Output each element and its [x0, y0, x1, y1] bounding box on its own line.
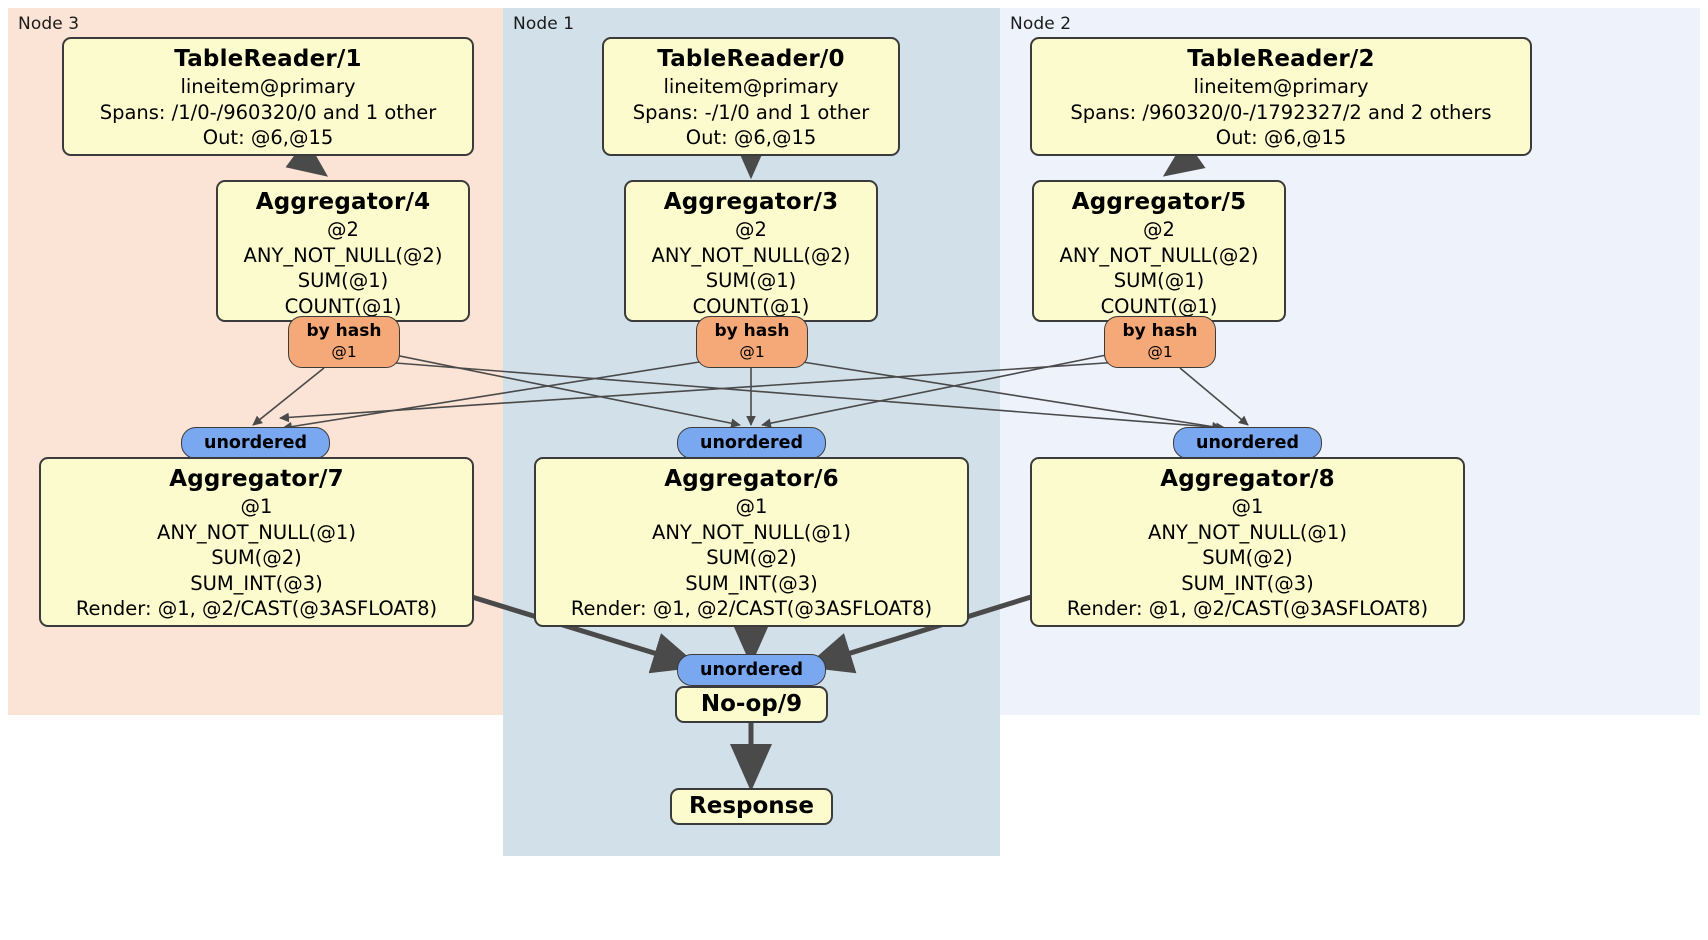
router-by-hash-mid[interactable]: by hash @1 [696, 316, 808, 368]
processor-line: ANY_NOT_NULL(@1) [157, 520, 356, 544]
synchronizer-unordered-left[interactable]: unordered [181, 427, 330, 459]
processor-title: TableReader/0 [657, 46, 845, 72]
synchronizer-label: unordered [700, 660, 803, 680]
processor-tablereader-1[interactable]: TableReader/1 lineitem@primary Spans: /1… [62, 37, 474, 156]
processor-line: ANY_NOT_NULL(@2) [651, 243, 851, 267]
processor-title: Response [689, 793, 814, 819]
processor-line: Out: @6,@15 [1215, 126, 1347, 149]
processor-title: Aggregator/3 [663, 189, 839, 215]
processor-response[interactable]: Response [670, 788, 833, 825]
processor-title: TableReader/1 [174, 46, 362, 72]
processor-line: SUM_INT(@3) [1181, 571, 1314, 595]
synchronizer-label: unordered [204, 433, 307, 453]
processor-title: Aggregator/4 [255, 189, 431, 215]
synchronizer-label: unordered [700, 433, 803, 453]
processor-tablereader-0[interactable]: TableReader/0 lineitem@primary Spans: -/… [602, 37, 900, 156]
processor-aggregator-7[interactable]: Aggregator/7 @1 ANY_NOT_NULL(@1) SUM(@2)… [39, 457, 474, 627]
processor-line: Out: @6,@15 [202, 126, 334, 149]
processor-line: @1 [735, 495, 768, 518]
processor-line: Render: @1, @2/CAST(@3ASFLOAT8) [1066, 597, 1429, 620]
processor-aggregator-5[interactable]: Aggregator/5 @2 ANY_NOT_NULL(@2) SUM(@1)… [1032, 180, 1286, 322]
processor-line: COUNT(@1) [284, 294, 402, 318]
processor-aggregator-3[interactable]: Aggregator/3 @2 ANY_NOT_NULL(@2) SUM(@1)… [624, 180, 878, 322]
processor-line: lineitem@primary [180, 75, 356, 98]
processor-title: TableReader/2 [1187, 46, 1375, 72]
processor-line: lineitem@primary [663, 75, 839, 98]
processor-line: SUM(@1) [297, 269, 389, 292]
node-panel-label: Node 3 [18, 14, 80, 34]
processor-title: Aggregator/6 [664, 466, 839, 492]
processor-line: ANY_NOT_NULL(@2) [1059, 243, 1259, 267]
processor-line: @2 [735, 218, 767, 241]
synchronizer-unordered-right[interactable]: unordered [1173, 427, 1322, 459]
processor-line: SUM_INT(@3) [190, 571, 323, 595]
processor-line: COUNT(@1) [692, 294, 810, 318]
processor-tablereader-2[interactable]: TableReader/2 lineitem@primary Spans: /9… [1030, 37, 1532, 156]
processor-line: SUM(@2) [211, 546, 302, 569]
processor-line: Render: @1, @2/CAST(@3ASFLOAT8) [75, 597, 438, 620]
synchronizer-unordered-final[interactable]: unordered [677, 654, 826, 686]
processor-title: Aggregator/5 [1071, 189, 1247, 215]
router-by-hash-right[interactable]: by hash @1 [1104, 316, 1216, 368]
processor-line: Spans: -/1/0 and 1 other [632, 100, 870, 124]
processor-line: SUM(@2) [706, 546, 797, 569]
processor-line: @1 [1231, 495, 1264, 518]
processor-noop-9[interactable]: No-op/9 [675, 686, 828, 723]
router-label: by hash [306, 321, 382, 341]
processor-line: Spans: /1/0-/960320/0 and 1 other [99, 100, 437, 124]
processor-line: Out: @6,@15 [685, 126, 817, 149]
processor-line: lineitem@primary [1193, 75, 1369, 98]
node-panel-label: Node 1 [513, 14, 575, 34]
node-panel-label: Node 2 [1010, 14, 1072, 34]
router-label: by hash [714, 321, 790, 341]
router-label: by hash [1122, 321, 1198, 341]
processor-line: SUM(@1) [705, 269, 797, 292]
processor-line: @2 [1143, 218, 1175, 241]
processor-line: @1 [240, 495, 273, 518]
processor-line: SUM(@1) [1113, 269, 1205, 292]
processor-title: Aggregator/8 [1160, 466, 1335, 492]
processor-aggregator-4[interactable]: Aggregator/4 @2 ANY_NOT_NULL(@2) SUM(@1)… [216, 180, 470, 322]
processor-line: SUM(@2) [1202, 546, 1293, 569]
router-column: @1 [331, 343, 357, 361]
processor-title: No-op/9 [700, 691, 803, 717]
processor-title: Aggregator/7 [169, 466, 344, 492]
router-column: @1 [739, 343, 765, 361]
synchronizer-unordered-mid[interactable]: unordered [677, 427, 826, 459]
processor-line: ANY_NOT_NULL(@1) [1148, 520, 1347, 544]
processor-aggregator-6[interactable]: Aggregator/6 @1 ANY_NOT_NULL(@1) SUM(@2)… [534, 457, 969, 627]
processor-line: ANY_NOT_NULL(@1) [652, 520, 851, 544]
processor-line: Spans: /960320/0-/1792327/2 and 2 others [1070, 100, 1492, 124]
processor-line: SUM_INT(@3) [685, 571, 818, 595]
router-column: @1 [1147, 343, 1173, 361]
processor-line: COUNT(@1) [1100, 294, 1218, 318]
router-by-hash-left[interactable]: by hash @1 [288, 316, 400, 368]
processor-line: ANY_NOT_NULL(@2) [243, 243, 443, 267]
processor-line: Render: @1, @2/CAST(@3ASFLOAT8) [570, 597, 933, 620]
processor-line: @2 [327, 218, 359, 241]
synchronizer-label: unordered [1196, 433, 1299, 453]
processor-aggregator-8[interactable]: Aggregator/8 @1 ANY_NOT_NULL(@1) SUM(@2)… [1030, 457, 1465, 627]
